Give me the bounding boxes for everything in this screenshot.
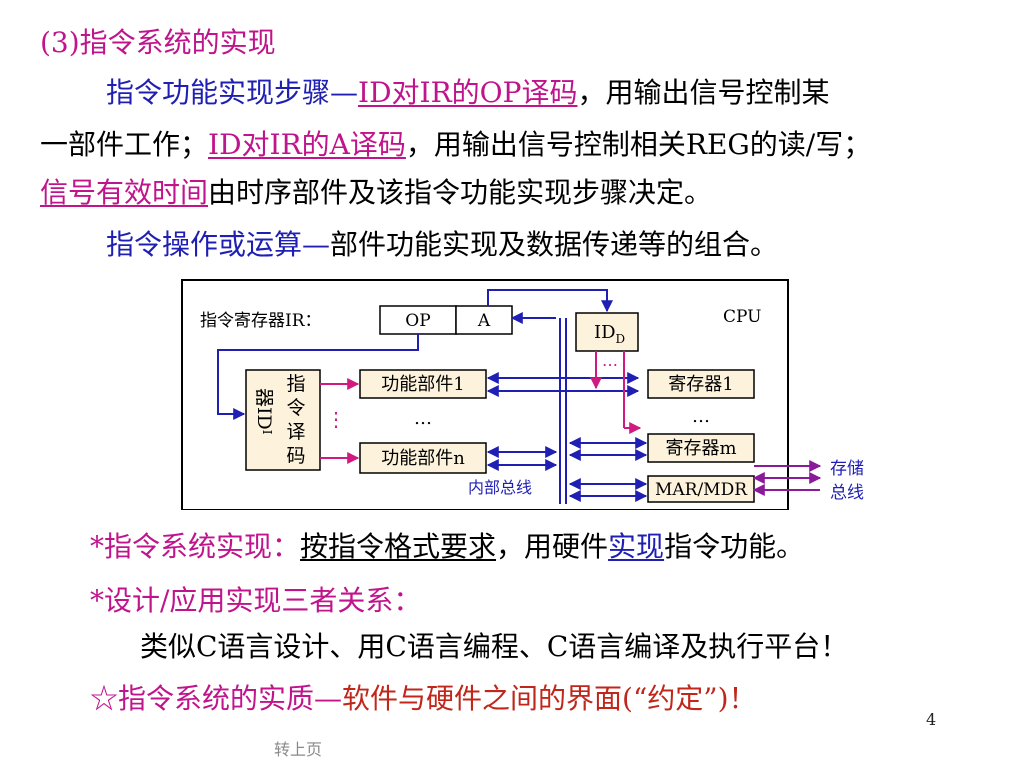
func-unit-n-label: 功能部件n xyxy=(381,448,465,469)
idd-box xyxy=(575,312,639,352)
essence-line: ☆指令系统的实质—软件与硬件之间的界面(“约定”)！ xyxy=(90,682,757,716)
para1-rest-1: ，用输出信号控制某 xyxy=(577,76,830,109)
para1-lead: 指令功能实现步骤— xyxy=(106,76,359,109)
op-to-idi-wire xyxy=(217,334,419,420)
register-m-box xyxy=(647,433,755,463)
mar-mdr-label: MAR/MDR xyxy=(655,480,748,500)
cpu-label: CPU xyxy=(723,307,761,327)
idi-signal-vdots: ⋮ xyxy=(326,407,346,431)
bullet1-rest: 指令功能。 xyxy=(664,530,805,563)
signal-time-link[interactable]: 信号有效时间 xyxy=(40,176,209,209)
idd-sub: D xyxy=(616,332,626,346)
func-unit-1-label: 功能部件1 xyxy=(381,374,464,395)
idd-label: IDD xyxy=(594,322,625,346)
cpu-frame xyxy=(181,279,789,510)
bullet-2-detail: 类似C语言设计、用C语言编程、C语言编译及执行平台！ xyxy=(140,630,849,663)
func-unit-1-box xyxy=(359,369,487,399)
page-number: 4 xyxy=(926,710,937,729)
para2-rest: 部件功能实现及数据传递等的组合。 xyxy=(330,228,779,261)
op-decode-link[interactable]: ID对IR的OP译码 xyxy=(358,76,578,109)
op-field-label: OP xyxy=(405,311,430,331)
idi-left-sub: I xyxy=(260,430,274,435)
essence-rest: 软件与硬件之间的界面(“约定”)！ xyxy=(342,682,757,715)
register-1-box xyxy=(647,369,755,399)
register-m-label: 寄存器m xyxy=(665,438,736,459)
func-unit-n-box xyxy=(359,442,487,474)
idi-left-main: 器ID xyxy=(253,388,275,430)
a-decode-link[interactable]: ID对IR的A译码 xyxy=(208,128,406,161)
bullet-2: *设计/应用实现三者关系： xyxy=(90,584,422,617)
register-1-label: 寄存器1 xyxy=(668,374,733,395)
para1-line3-rest: 由时序部件及该指令功能实现步骤决定。 xyxy=(208,176,713,209)
para1-rest-2: ，用输出信号控制相关REG的读/写； xyxy=(405,128,872,161)
idi-left-label: 器IDI xyxy=(253,388,275,435)
paragraph-1-line-1: 指令功能实现步骤—ID对IR的OP译码，用输出信号控制某 xyxy=(106,76,829,110)
a-to-idd-wire xyxy=(487,289,613,313)
memory-bus-label-2: 总线 xyxy=(830,483,864,503)
a-field-label: A xyxy=(477,311,491,331)
previous-page-link[interactable]: 转上页 xyxy=(274,740,323,759)
bullet1-lead: *指令系统实现： xyxy=(90,530,301,563)
bullet1-mid: ，用硬件 xyxy=(496,530,609,563)
idi-char-1: 指 xyxy=(286,373,305,395)
memory-bus-label-1: 存储 xyxy=(830,459,864,479)
idd-signal-dots: … xyxy=(602,351,618,370)
paragraph-1-line-3: 信号有效时间由时序部件及该指令功能实现步骤决定。 xyxy=(40,176,712,210)
idd-main: ID xyxy=(594,322,616,343)
section-title: (3)指令系统的实现 xyxy=(40,26,276,59)
func-ellipsis: … xyxy=(414,408,432,429)
idi-char-2: 令 xyxy=(286,397,305,419)
implement-link[interactable]: 实现 xyxy=(608,530,665,563)
para2-lead: 指令操作或运算— xyxy=(106,228,331,261)
register-ellipsis: … xyxy=(692,406,710,427)
cpu-diagram: CPU 指令寄存器IR： OP A IDD 指 令 译 码 器IDI 功能部件1… xyxy=(181,279,864,510)
paragraph-1-line-2: 一部件工作；ID对IR的A译码，用输出信号控制相关REG的读/写； xyxy=(40,128,871,162)
idi-char-3: 译 xyxy=(286,421,305,443)
idi-box xyxy=(245,369,321,471)
internal-bus-label: 内部总线 xyxy=(468,478,532,497)
ir-label: 指令寄存器IR： xyxy=(200,311,322,331)
bullet-1: *指令系统实现：按指令格式要求，用硬件实现指令功能。 xyxy=(90,530,804,564)
paragraph-2: 指令操作或运算—部件功能实现及数据传递等的组合。 xyxy=(106,228,778,262)
para1-line2-a: 一部件工作； xyxy=(40,128,209,161)
essence-lead: ☆指令系统的实质— xyxy=(90,682,343,715)
bullet1-underlined: 按指令格式要求 xyxy=(300,530,497,563)
ir-a-field xyxy=(455,305,513,335)
idi-char-4: 码 xyxy=(286,445,305,467)
